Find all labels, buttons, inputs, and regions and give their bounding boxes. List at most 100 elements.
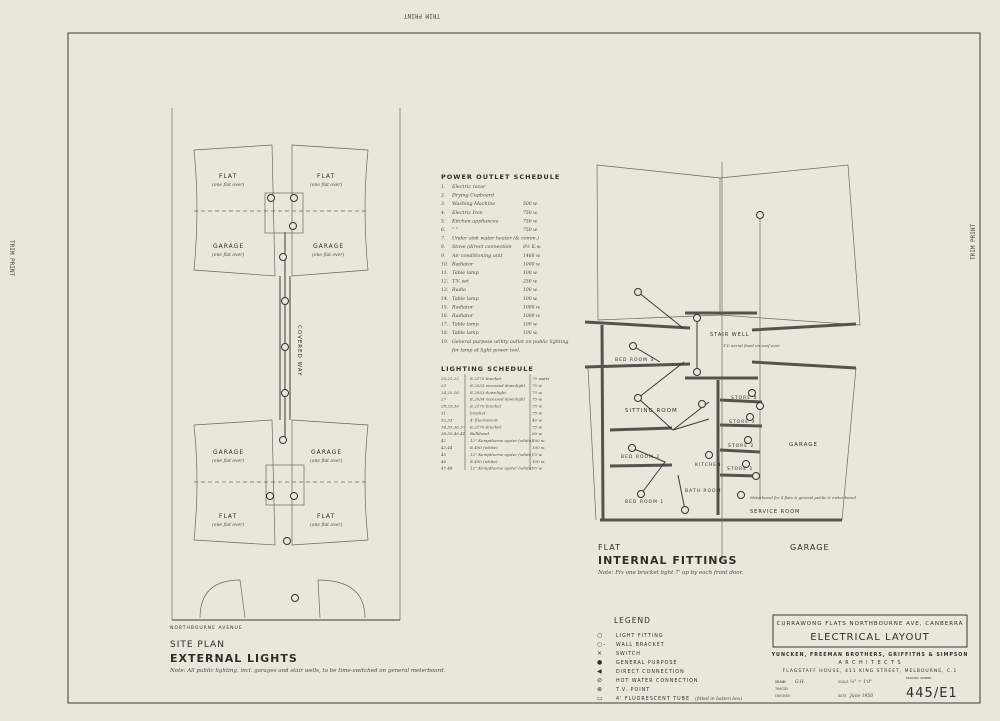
- schedule-row-rating: 75 watts: [532, 376, 549, 381]
- schedule-row-rating: 1000 w.: [523, 313, 541, 319]
- trim-print-top: TRIM PRINT: [403, 12, 440, 19]
- legend-item: DIRECT CONNECTION: [616, 669, 685, 675]
- svg-text:CHECKED: CHECKED: [775, 694, 790, 698]
- legend-item: T.V. POINT: [615, 687, 650, 693]
- schedule-row-rating: 100 w.: [523, 270, 538, 276]
- schedule-row-rating: 500 w.: [523, 201, 538, 207]
- garage-label: GARAGE: [213, 243, 244, 250]
- firm-role: A R C H I T E C T S: [839, 660, 902, 666]
- schedule-row-rating: 8½ K.w.: [523, 243, 542, 250]
- schedule-row-rating: 750 w.: [523, 210, 538, 216]
- room-label: BATH ROOM: [685, 488, 721, 494]
- schedule-row-item: E.2033 downlight: [469, 390, 506, 395]
- schedule-row-number: 13.: [441, 287, 449, 293]
- room-label: STORE 3: [729, 419, 755, 425]
- schedule-row-item: Air conditioning unit: [451, 253, 502, 259]
- room-label: KITCHEN: [695, 462, 722, 468]
- svg-text:DRAWING NUMBER: DRAWING NUMBER: [906, 676, 931, 680]
- schedule-row-item: Radio: [451, 287, 466, 293]
- schedule-row-rating: 100 w.: [532, 445, 545, 450]
- schedule-row-number: 47,48: [440, 466, 453, 471]
- schedule-row-number: 20,21,22: [440, 376, 459, 381]
- legend-item: 4' FLUORESCENT TUBE: [616, 696, 690, 702]
- schedule-row-item: E.490 (white): [469, 445, 498, 450]
- legend-symbol-icon: ○: [597, 632, 603, 639]
- svg-text:(one flat over): (one flat over): [212, 181, 244, 188]
- power-outlet-schedule: POWER OUTLET SCHEDULE 1.Electric razor2.…: [440, 173, 568, 353]
- internal-fittings-title: INTERNAL FITTINGS: [598, 554, 737, 567]
- schedule-row-item: Radiator: [451, 313, 474, 319]
- schedule-row-item: Table lamp: [452, 296, 479, 302]
- svg-text:(one flat over): (one flat over): [310, 181, 342, 188]
- legend-symbol-icon: ○-: [597, 641, 606, 648]
- firm-name: YUNCKEN, FREEMAN BROTHERS, GRIFFITHS & S…: [771, 652, 969, 658]
- legend-symbol-icon: ●: [597, 659, 603, 666]
- covered-way-label: COVERED WAY: [296, 325, 302, 376]
- schedule-row-item: for lamp at light power tool.: [451, 347, 521, 353]
- schedule-row-item: 12" Kempthorne oyster (white): [470, 438, 533, 443]
- schedule-row-item: Bulkhead: [469, 431, 490, 436]
- schedule-row-number: 18.: [441, 330, 449, 336]
- schedule-row-number: 19.: [441, 339, 449, 345]
- schedule-row-rating: 60 w.: [532, 431, 543, 436]
- schedule-row-number: 34,35,36,37: [441, 424, 466, 429]
- schedule-row-rating: 75 w.: [532, 466, 543, 471]
- svg-text:(one flat over): (one flat over): [212, 457, 244, 464]
- schedule-row-number: 43,44: [440, 445, 453, 450]
- schedule-row-rating: 40 w.: [531, 417, 543, 422]
- legend-item: GENERAL PURPOSE: [616, 660, 677, 666]
- schedule-row-number: 16.: [441, 313, 449, 319]
- svg-text:(one flat over): (one flat over): [310, 457, 342, 464]
- schedule-row-number: 2.: [440, 193, 446, 199]
- schedule-row-number: 23: [440, 383, 447, 388]
- schedule-row-number: 1.: [441, 184, 446, 190]
- legend-symbol-icon: ▭: [597, 695, 604, 702]
- trim-print-right: TRIM PRINT: [970, 223, 977, 260]
- legend-title: LEGEND: [614, 616, 651, 625]
- svg-text:(one flat over): (one flat over): [212, 521, 244, 528]
- schedule-row-item: 12" Kempthorne oyster (white): [470, 466, 533, 471]
- svg-text:TRACED: TRACED: [775, 687, 788, 691]
- schedule-row-item: Under sink water heater (& comm.): [452, 235, 539, 242]
- schedule-row-rating: 100 w.: [532, 459, 545, 464]
- schedule-row-number: 9.: [441, 253, 446, 259]
- project-name: CURRAWONG FLATS NORTHBOURNE AVE, CANBERR…: [777, 621, 964, 627]
- svg-text:GARAGE: GARAGE: [213, 449, 244, 456]
- schedule-row-item: Table lamp: [452, 322, 479, 328]
- schedule-row-number: 10.: [441, 261, 449, 267]
- legend-symbol-icon: ⊘: [597, 677, 603, 684]
- svg-text:DATE: DATE: [838, 694, 846, 698]
- schedule-row-number: 12.: [441, 279, 449, 285]
- schedule-row-rating: 75 w.: [532, 390, 543, 395]
- site-plan-note: Note: All public lighting, incl. garages…: [169, 668, 446, 674]
- scale: ⅛" = 1'0": [850, 679, 872, 685]
- garage-label: GARAGE: [313, 243, 344, 250]
- schedule-row-item: Table lamp: [452, 330, 479, 336]
- schedule-row-rating: 75 w.: [532, 411, 543, 416]
- schedule-row-number: 14.: [441, 296, 449, 302]
- schedule-row-item: Kitchen appliances: [451, 218, 499, 224]
- room-label: STORE 2: [728, 443, 754, 449]
- room-label: STORE 4: [731, 395, 757, 401]
- legend-symbol-icon: ◀: [597, 668, 603, 675]
- svg-text:(one flat over): (one flat over): [310, 521, 342, 528]
- schedule-row-item: T.V. set: [452, 279, 469, 285]
- schedule-row-number: 32,33: [441, 417, 453, 422]
- schedule-row-rating: 75 w.: [532, 452, 543, 457]
- schedule-row-rating: 1000 w.: [523, 304, 541, 310]
- room-label: BED ROOM 2: [621, 454, 660, 460]
- svg-text:FLAT: FLAT: [317, 513, 335, 520]
- drawing-number: 445/E1: [906, 686, 958, 701]
- legend-symbol-icon: ×: [597, 650, 603, 657]
- schedule-row-item: " ": [452, 227, 458, 233]
- schedule-row-rating: 100 w.: [523, 322, 538, 328]
- schedule-row-item: Electric Iron: [451, 210, 483, 216]
- schedule-row-rating: 100 w.: [523, 330, 538, 336]
- schedule-row-number: 7.: [441, 236, 446, 242]
- schedule-row-item: E.2033 recessed downlight: [469, 383, 525, 388]
- flat-label: FLAT: [598, 543, 621, 552]
- schedule-row-rating: 75 w.: [532, 397, 543, 402]
- schedule-row-rating: 75 w.: [532, 404, 543, 409]
- room-label: GARAGE: [789, 442, 818, 448]
